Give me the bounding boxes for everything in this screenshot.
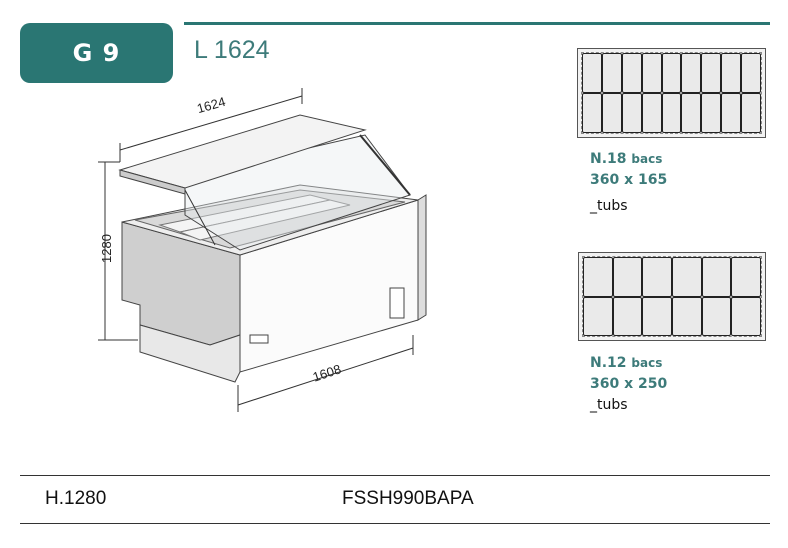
tub-cell <box>583 257 613 297</box>
tub-cell <box>621 93 642 133</box>
tub-cell <box>721 93 742 133</box>
tub-cell <box>583 296 613 336</box>
tub-cell <box>612 257 643 297</box>
footer-divider-bottom <box>20 523 770 524</box>
tub-cell <box>642 296 672 336</box>
tub-cell <box>661 53 682 93</box>
tub-cell <box>701 53 722 93</box>
tub-cell <box>731 257 761 297</box>
tub-cell <box>741 53 761 93</box>
header-divider <box>184 22 770 25</box>
tub-cell <box>671 296 702 336</box>
dimension-width-top: 1624 <box>195 94 227 116</box>
footer-divider-top <box>20 475 770 476</box>
tub-count-12: N.12 bacs <box>590 355 663 371</box>
tub-layout-12 <box>578 252 766 341</box>
length-label: L 1624 <box>194 36 270 64</box>
tub-cell <box>701 93 722 133</box>
tub-cell <box>601 53 622 93</box>
tub-cell <box>641 53 662 93</box>
tub-cell <box>642 257 672 297</box>
tub-cell <box>741 93 761 133</box>
tub-cell <box>601 93 622 133</box>
tub-cell <box>721 53 742 93</box>
tub-cell <box>582 53 602 93</box>
dimension-height: 1280 <box>99 234 114 263</box>
tub-cell <box>671 257 702 297</box>
tub-cell <box>661 93 682 133</box>
tub-cell <box>582 93 602 133</box>
tub-label-18: _tubs <box>590 198 628 214</box>
tub-cell <box>681 53 702 93</box>
tub-cell <box>701 296 732 336</box>
dimension-line-top <box>119 95 303 151</box>
tub-cell <box>681 93 702 133</box>
tub-count-18: N.18 bacs <box>590 151 663 167</box>
footer-height: H.1280 <box>45 488 107 509</box>
tub-cell <box>701 257 732 297</box>
tub-cell <box>641 93 662 133</box>
tub-cell <box>731 296 761 336</box>
tub-size-18: 360 x 165 <box>590 172 668 188</box>
dimension-line-bottom <box>237 347 414 406</box>
dimension-width-bottom: 1608 <box>311 361 343 384</box>
tub-cell <box>612 296 643 336</box>
tub-label-12: _tubs <box>590 397 628 413</box>
tub-cell <box>621 53 642 93</box>
tub-layout-18 <box>577 48 766 138</box>
footer-product-code: FSSH990BAPA <box>342 488 474 509</box>
model-badge: G 9 <box>20 23 173 83</box>
tub-size-12: 360 x 250 <box>590 376 668 392</box>
